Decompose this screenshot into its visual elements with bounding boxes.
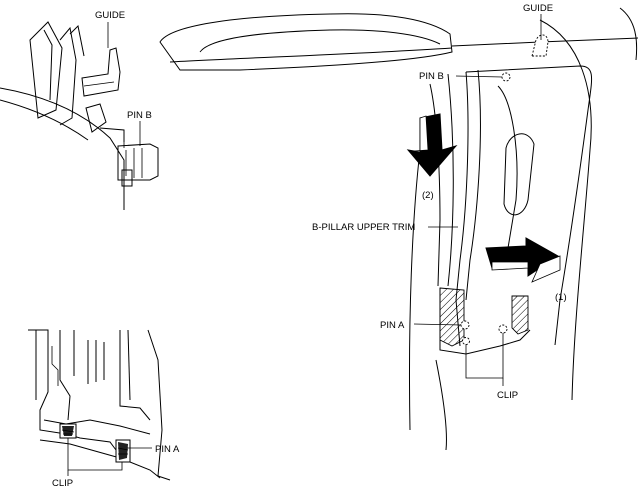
pin-a-marker: [460, 320, 470, 330]
guide-label-left: GUIDE: [95, 10, 125, 21]
pin-b-marker: [501, 72, 511, 82]
step-1-label: (1): [555, 292, 567, 303]
inset-clip-pin-a: [28, 329, 171, 481]
clip-label-left: CLIP: [52, 478, 73, 489]
pin-b-label-left: PIN B: [127, 110, 152, 121]
main-b-pillar-view: [159, 7, 638, 451]
clip-hatched-area: [511, 295, 529, 335]
pin-a-label-left: PIN A: [155, 444, 180, 455]
step-2-label: (2): [422, 190, 434, 201]
clip-label-right: CLIP: [497, 390, 518, 401]
inset-guide-pin-b: [0, 21, 159, 210]
pin-a-hatched-area: [439, 287, 465, 347]
b-pillar-upper-trim-label: B-PILLAR UPPER TRIM: [312, 222, 415, 233]
pin-a-label-right: PIN A: [380, 320, 405, 331]
clip-left-b: [115, 439, 131, 463]
pin-b-label-right: PIN B: [419, 71, 444, 82]
arrow-step-1: [485, 237, 561, 283]
clip-left-a: [59, 423, 77, 439]
clip-marker-b: [498, 324, 508, 334]
arrow-step-2: [406, 113, 458, 177]
guide-label-right: GUIDE: [523, 3, 553, 14]
guide-dashed-tab: [531, 34, 549, 57]
clip-marker-a: [462, 337, 470, 345]
